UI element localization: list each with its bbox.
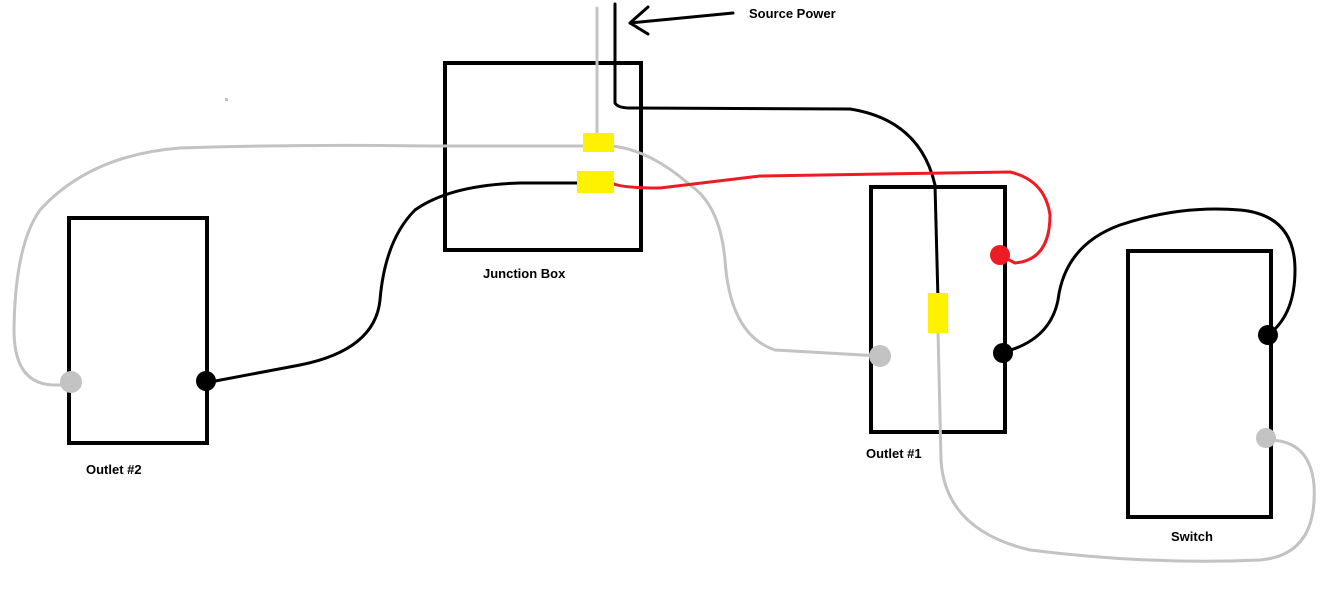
outlet-2-box	[67, 216, 209, 445]
outlet-2-neutral-terminal	[60, 371, 82, 393]
outlet-1-label: Outlet #1	[866, 446, 922, 461]
stray-mark	[225, 98, 228, 101]
source-hot-wire	[613, 2, 940, 302]
junction-neutral-wire-nut	[583, 133, 614, 152]
hot-wire-to-outlet-2	[208, 181, 584, 384]
outlet-1-switched-terminal	[990, 245, 1010, 265]
switch-neutral-terminal	[1256, 428, 1276, 448]
outlet-1-box	[869, 185, 1007, 434]
source-power-label: Source Power	[749, 6, 836, 21]
junction-box	[443, 61, 643, 252]
outlet-1-hot-terminal	[993, 343, 1013, 363]
neutral-wire-to-outlet-2	[12, 143, 600, 387]
neutral-wire-outlet-1-to-switch	[936, 328, 1316, 563]
switch-box	[1126, 249, 1273, 519]
switch-label: Switch	[1171, 529, 1213, 544]
switch-hot-terminal	[1258, 325, 1278, 345]
outlet-2-hot-terminal	[196, 371, 216, 391]
junction-hot-wire-nut	[577, 171, 614, 193]
junction-box-label: Junction Box	[483, 266, 566, 281]
neutral-wire-to-outlet-1	[610, 144, 882, 358]
outlet-1-neutral-terminal	[869, 345, 891, 367]
source-arrow-icon	[628, 5, 735, 36]
outlet-2-label: Outlet #2	[86, 462, 142, 477]
outlet-1-wire-nut	[928, 293, 948, 333]
hot-wire-outlet-1-to-switch	[1002, 207, 1297, 354]
switched-red-wire	[610, 170, 1052, 265]
